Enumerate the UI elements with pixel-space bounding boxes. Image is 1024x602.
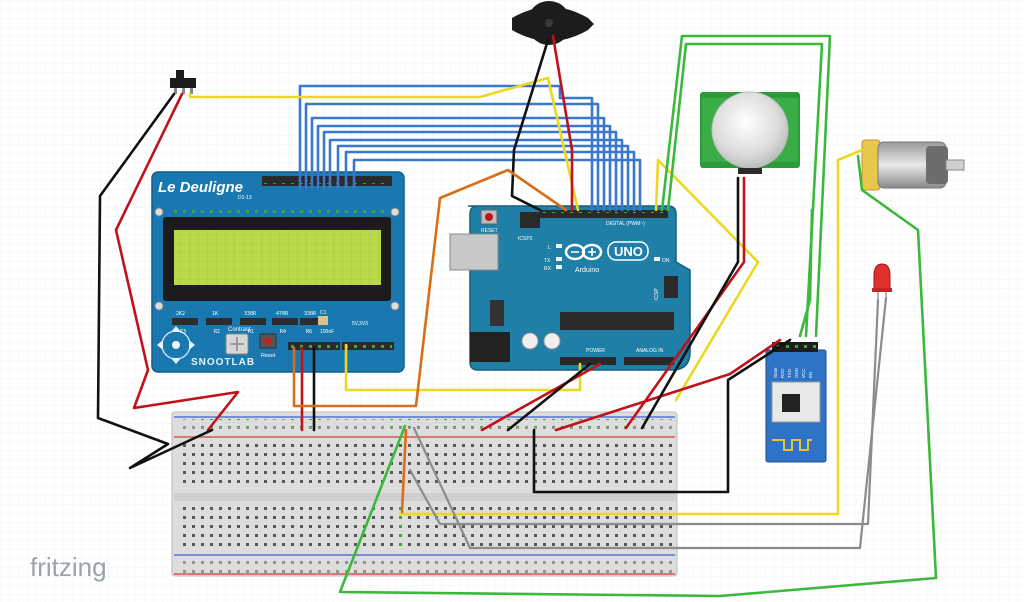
shield-header-label: D1-13 bbox=[238, 195, 252, 201]
wires bbox=[96, 34, 938, 598]
resistor-id-4: R4 bbox=[280, 329, 286, 335]
green-wire-pir-2 bbox=[666, 42, 824, 338]
cap-label: C1 bbox=[320, 310, 327, 316]
arduino-uno[interactable]: RESET ICSP2 DIGITAL (PWM~) UNO Arduino L… bbox=[449, 205, 691, 371]
bt-pin-txd: TXD bbox=[787, 368, 792, 378]
resistor-label-5: 330R bbox=[304, 311, 317, 317]
resistor-id-5: R6 bbox=[306, 329, 312, 335]
bt-pin-rxd: RXD bbox=[780, 368, 785, 378]
red-led[interactable] bbox=[872, 263, 892, 300]
yellow-wire-motor bbox=[398, 148, 864, 516]
black-wire-pir bbox=[640, 176, 740, 430]
capacitor bbox=[318, 316, 328, 325]
fritzing-watermark: fritzing bbox=[30, 552, 107, 582]
red-wire-pir bbox=[624, 176, 746, 430]
yellow-wire-shield bbox=[344, 343, 582, 392]
bluetooth-module[interactable]: State RXD TXD GND VCC EN bbox=[765, 342, 827, 463]
resistor-id-2: R2 bbox=[214, 329, 220, 335]
power-label: POWER bbox=[586, 348, 605, 354]
usb-port[interactable] bbox=[449, 233, 499, 271]
resistor-label-4: 470R bbox=[276, 311, 289, 317]
resistor-id-3: R1 bbox=[248, 329, 254, 335]
arduino-leds: L TX RX ON bbox=[544, 244, 670, 272]
led-label-rx: RX bbox=[544, 266, 552, 272]
red-wire-bt bbox=[554, 338, 782, 432]
arduino-brand-text: Arduino bbox=[575, 267, 599, 274]
icsp2-label: ICSP2 bbox=[518, 236, 533, 242]
black-wire-switch bbox=[96, 92, 214, 470]
arduino-reset-label: RESET bbox=[481, 228, 498, 234]
pir-sensor[interactable] bbox=[700, 91, 800, 174]
gray-wire-led-1 bbox=[408, 298, 880, 526]
lcd-shield[interactable]: Le Deuligne D1-13 2K2 1K 330R 470R 330R … bbox=[151, 171, 405, 373]
red-wire-buzzer bbox=[551, 34, 574, 212]
blue-wires bbox=[298, 84, 642, 212]
yellow-wire-switch bbox=[188, 76, 580, 212]
snootlab-text: SNOOTLAB bbox=[191, 357, 255, 368]
atmega-chip bbox=[560, 312, 674, 330]
led-label-on: ON bbox=[662, 258, 670, 264]
green-wire-pir-1 bbox=[660, 34, 832, 338]
piezo-buzzer[interactable] bbox=[512, 1, 594, 45]
green-wire-motor bbox=[338, 154, 938, 598]
dc-motor[interactable] bbox=[861, 139, 965, 191]
shield-brand-text: Le Deuligne bbox=[158, 179, 243, 196]
uno-logo-text: UNO bbox=[614, 244, 643, 259]
arduino-infinity-logo bbox=[564, 243, 603, 261]
yellow-wire-pir bbox=[654, 158, 760, 402]
bt-pin-gnd: GND bbox=[794, 367, 799, 378]
icsp-header bbox=[664, 276, 678, 298]
resistor-label-3: 330R bbox=[244, 311, 257, 317]
black-wire-bt bbox=[532, 338, 792, 494]
gray-wire-led-2 bbox=[412, 296, 888, 550]
power-jack[interactable] bbox=[470, 332, 510, 362]
bt-pin-labels: State RXD TXD GND VCC EN bbox=[773, 367, 813, 378]
icsp-label: ICSP bbox=[654, 288, 660, 300]
cap-value: 100nF bbox=[320, 329, 334, 335]
slide-switch[interactable] bbox=[170, 70, 196, 94]
shield-resistors: 2K2 1K 330R 470R 330R R3 R2 R1 R4 R6 bbox=[172, 311, 326, 335]
red-wire-switch bbox=[114, 92, 240, 432]
led-label-tx: TX bbox=[544, 258, 551, 264]
resistor-id-1: R3 bbox=[180, 329, 186, 335]
bt-pin-state: State bbox=[773, 367, 778, 378]
regulator-chip bbox=[490, 300, 504, 326]
icsp2-header bbox=[520, 212, 540, 228]
shield-reset-label: Reset bbox=[261, 353, 276, 359]
bt-pin-en: EN bbox=[808, 372, 813, 378]
orange-wire bbox=[292, 168, 568, 408]
shield-power-label: 5V,3V3 bbox=[352, 321, 368, 327]
digital-label: DIGITAL (PWM~) bbox=[606, 221, 645, 227]
resistor-label-1: 2K2 bbox=[176, 311, 185, 317]
bt-pin-vcc: VCC bbox=[801, 368, 806, 378]
analog-label: ANALOG IN bbox=[636, 348, 664, 354]
joystick[interactable] bbox=[157, 326, 195, 364]
contrast-label: Contrast bbox=[228, 327, 251, 333]
resistor-label-2: 1K bbox=[212, 311, 218, 317]
led-label-l: L bbox=[548, 245, 551, 251]
